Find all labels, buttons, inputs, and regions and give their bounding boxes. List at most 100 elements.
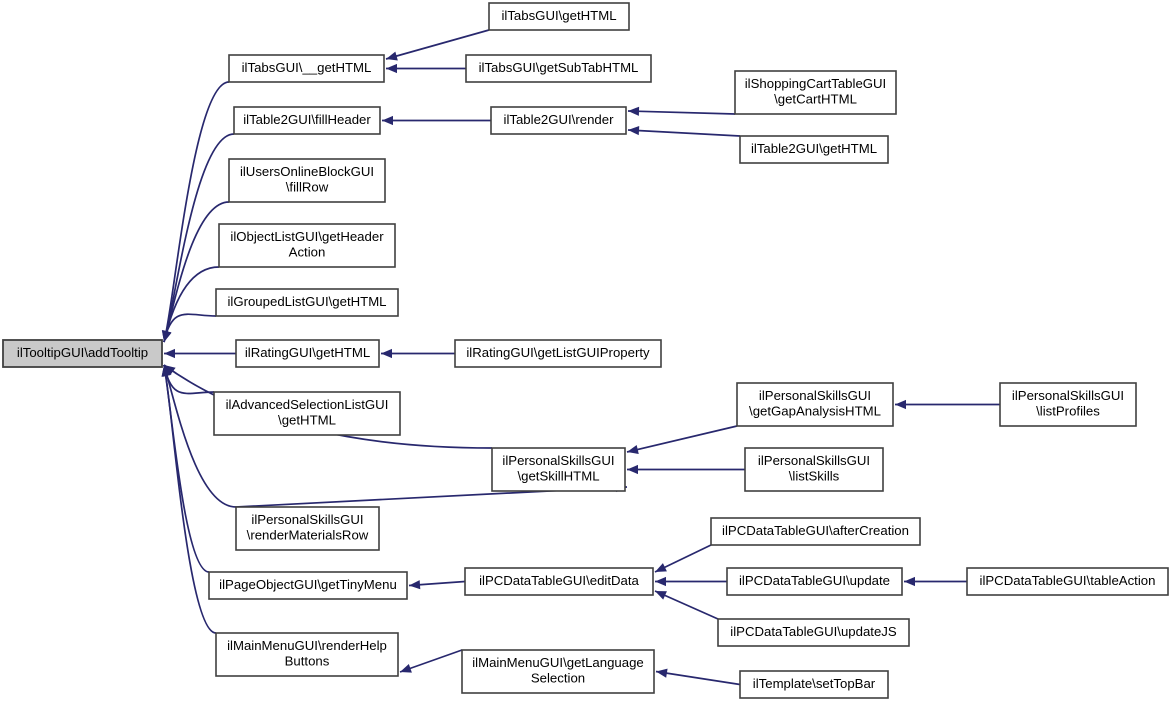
node-box[interactable]	[461, 649, 655, 694]
node-cart_getCart[interactable]: ilShoppingCartTableGUI\getCartHTML	[734, 70, 897, 115]
node-tabs__getHTML[interactable]: ilTabsGUI\__getHTML	[228, 54, 385, 83]
call-edge-tabs_getHTML-to-tabs__getHTML	[385, 29, 490, 60]
edge-arrowhead	[161, 330, 171, 342]
edge-arrowhead	[656, 668, 668, 678]
edge-arrowhead	[655, 563, 667, 572]
node-box[interactable]	[233, 106, 381, 135]
edge-arrowhead	[628, 126, 640, 136]
node-box[interactable]	[235, 506, 380, 551]
node-rating_getHTML[interactable]: ilRatingGUI\getHTML	[235, 339, 380, 368]
node-label: ilTooltipGUI\addTooltip	[17, 345, 148, 360]
node-label: \getCartHTML	[774, 92, 857, 107]
node-tbl_render[interactable]: ilTable2GUI\render	[490, 106, 627, 135]
node-box[interactable]	[999, 382, 1137, 427]
edge-arrowhead	[382, 115, 393, 126]
node-label: Buttons	[285, 654, 330, 669]
node-box[interactable]	[235, 339, 380, 368]
node-label: ilPersonalSkillsGUI	[759, 388, 871, 403]
node-box[interactable]	[228, 158, 386, 203]
edge-arrowhead	[895, 399, 906, 410]
node-box[interactable]	[744, 447, 884, 492]
node-label: ilPCDataTableGUI\tableAction	[980, 573, 1156, 588]
node-page_tinymenu[interactable]: ilPageObjectGUI\getTinyMenu	[208, 571, 408, 600]
edge-arrowhead	[628, 106, 640, 116]
node-pc_update[interactable]: ilPCDataTableGUI\update	[726, 567, 903, 596]
call-edge-skills_render-to-root	[163, 364, 237, 508]
node-label: ilRatingGUI\getHTML	[245, 345, 370, 360]
node-label: Selection	[531, 671, 585, 686]
node-box[interactable]	[490, 106, 627, 135]
call-edge-users_fillRow-to-root	[163, 201, 230, 343]
node-root[interactable]: ilTooltipGUI\addTooltip	[2, 339, 163, 368]
node-label: ilTable2GUI\getHTML	[751, 141, 877, 156]
node-box[interactable]	[228, 54, 385, 83]
node-box[interactable]	[739, 135, 889, 164]
edge-arrowhead	[409, 580, 421, 590]
edge-arrowhead	[904, 576, 915, 587]
node-box[interactable]	[491, 447, 626, 492]
node-box[interactable]	[465, 54, 652, 83]
node-skills_profiles[interactable]: ilPersonalSkillsGUI\listProfiles	[999, 382, 1137, 427]
node-pc_tableaction[interactable]: ilPCDataTableGUI\tableAction	[966, 567, 1169, 596]
node-box[interactable]	[215, 288, 399, 317]
edge-arrowhead	[161, 365, 171, 377]
node-label: ilAdvancedSelectionListGUI	[226, 397, 389, 412]
node-box[interactable]	[2, 339, 163, 368]
node-label: ilPageObjectGUI\getTinyMenu	[219, 577, 397, 592]
node-skills_render[interactable]: ilPersonalSkillsGUI\renderMaterialsRow	[235, 506, 380, 551]
node-box[interactable]	[726, 567, 903, 596]
node-box[interactable]	[739, 670, 889, 699]
node-box[interactable]	[218, 223, 396, 268]
node-label: ilPersonalSkillsGUI	[502, 453, 614, 468]
node-label: ilShoppingCartTableGUI	[745, 76, 886, 91]
node-tabs_getHTML[interactable]: ilTabsGUI\getHTML	[488, 2, 630, 31]
node-label: ilPCDataTableGUI\update	[739, 573, 890, 588]
node-label: ilPCDataTableGUI\editData	[479, 573, 639, 588]
node-tpl_topbar[interactable]: ilTemplate\setTopBar	[739, 670, 889, 699]
node-box[interactable]	[966, 567, 1169, 596]
edge-arrowhead	[164, 348, 175, 359]
node-box[interactable]	[734, 70, 897, 115]
node-label: ilTabsGUI\getSubTabHTML	[479, 60, 639, 75]
node-box[interactable]	[208, 571, 408, 600]
node-box[interactable]	[488, 2, 630, 31]
node-skills_gap[interactable]: ilPersonalSkillsGUI\getGapAnalysisHTML	[736, 382, 894, 427]
node-label: \listProfiles	[1036, 404, 1100, 419]
node-box[interactable]	[710, 517, 921, 546]
node-tabs_getSubTab[interactable]: ilTabsGUI\getSubTabHTML	[465, 54, 652, 83]
node-box[interactable]	[454, 339, 662, 368]
node-pc_updatejs[interactable]: ilPCDataTableGUI\updateJS	[717, 618, 910, 647]
node-label: ilPCDataTableGUI\afterCreation	[722, 523, 909, 538]
node-box[interactable]	[736, 382, 894, 427]
node-label: ilMainMenuGUI\getLanguage	[472, 655, 644, 670]
node-label: ilTabsGUI\__getHTML	[242, 60, 372, 75]
node-pc_after[interactable]: ilPCDataTableGUI\afterCreation	[710, 517, 921, 546]
node-grouped_getHTML[interactable]: ilGroupedListGUI\getHTML	[215, 288, 399, 317]
edge-arrowhead	[386, 51, 398, 61]
node-box[interactable]	[215, 632, 399, 677]
node-rating_listprop[interactable]: ilRatingGUI\getListGUIProperty	[454, 339, 662, 368]
edge-arrowhead	[627, 464, 638, 475]
node-users_fillRow[interactable]: ilUsersOnlineBlockGUI\fillRow	[228, 158, 386, 203]
node-label: \listSkills	[789, 469, 840, 484]
node-advsel_getHTML[interactable]: ilAdvancedSelectionListGUI\getHTML	[213, 391, 401, 436]
node-skills_skill[interactable]: ilPersonalSkillsGUI\getSkillHTML	[491, 447, 626, 492]
node-box[interactable]	[717, 618, 910, 647]
edge-arrowhead	[386, 63, 397, 74]
node-tbl_fillHeader[interactable]: ilTable2GUI\fillHeader	[233, 106, 381, 135]
edge-arrowhead	[655, 576, 666, 587]
node-box[interactable]	[213, 391, 401, 436]
node-label: ilObjectListGUI\getHeader	[230, 229, 384, 244]
node-skills_list[interactable]: ilPersonalSkillsGUI\listSkills	[744, 447, 884, 492]
node-label: \getSkillHTML	[517, 469, 599, 484]
node-tbl_getHTML[interactable]: ilTable2GUI\getHTML	[739, 135, 889, 164]
node-pc_editdata[interactable]: ilPCDataTableGUI\editData	[464, 567, 654, 596]
node-label: ilTable2GUI\fillHeader	[243, 112, 371, 127]
node-box[interactable]	[464, 567, 654, 596]
